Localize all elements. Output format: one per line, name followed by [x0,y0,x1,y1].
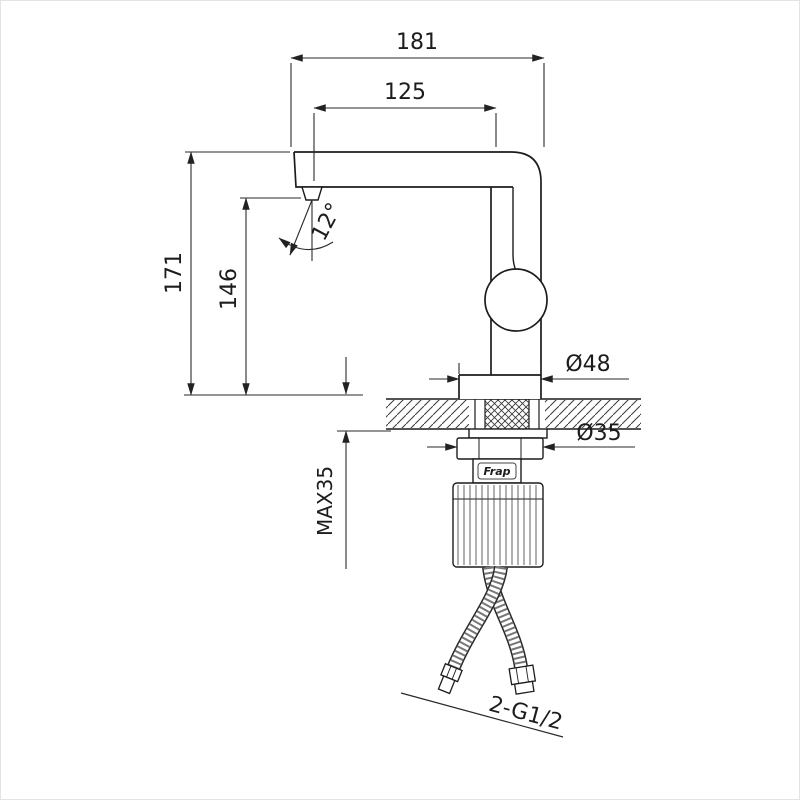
hose-right-fitting-collar [513,680,535,695]
dim-base-diameter: Ø48 [429,352,629,383]
dim-spout-height-label: 146 [217,268,242,310]
knurled-mounting-nut [452,482,544,568]
thread-callout: 2-G1/2 [400,692,565,738]
dim-spout-reach: 125 [313,80,497,181]
dim-max-deck-label: MAX35 [313,466,337,536]
hose-right-braid [483,566,527,668]
hose-left-fitting-tip [437,675,456,695]
supply-hoses [437,565,537,695]
dim-base-dia-label: Ø48 [565,352,610,377]
dim-spout-height: 146 [217,197,301,396]
spray-angle-arc [278,237,334,251]
handle-joint-ball [484,268,548,332]
hose-left-braid [447,566,507,672]
faucet-top-right-outline [294,151,542,399]
knurling-texture [457,485,537,565]
faucet-body [293,151,548,399]
dim-total-reach: 181 [290,30,545,147]
faucet-spout-bottom-outline [293,151,513,188]
locking-nut [456,437,544,460]
dim-total-reach-label: 181 [396,30,438,55]
thread-callout-label: 2-G1/2 [486,692,565,736]
brand-logo-label: Frap [483,465,510,478]
threaded-shank-section [484,398,530,430]
dim-total-height: 171 [162,151,290,396]
brand-logo-box [477,462,517,480]
thread-callout-leader-line [400,692,564,738]
hose-right-fitting [508,664,537,695]
spray-angle-annotation: 12° [278,199,347,261]
spout-aerator [301,186,323,201]
spray-angle-label: 12° [307,199,347,245]
hose-left-fitting [437,662,463,695]
countertop-section [386,398,641,430]
spray-stream-line [289,199,313,256]
dim-hole-diameter: Ø35 [427,421,635,451]
dim-hole-dia-label: Ø35 [576,421,621,446]
dim-total-height-label: 171 [162,252,187,294]
mounting-washer [468,428,548,439]
mounting-hardware: Frap [452,428,548,568]
countertop-hatch-right [545,400,641,428]
dim-max-deck-thickness: MAX35 [313,357,391,569]
countertop-hatch-left [386,400,469,428]
dim-spout-reach-label: 125 [384,80,426,105]
